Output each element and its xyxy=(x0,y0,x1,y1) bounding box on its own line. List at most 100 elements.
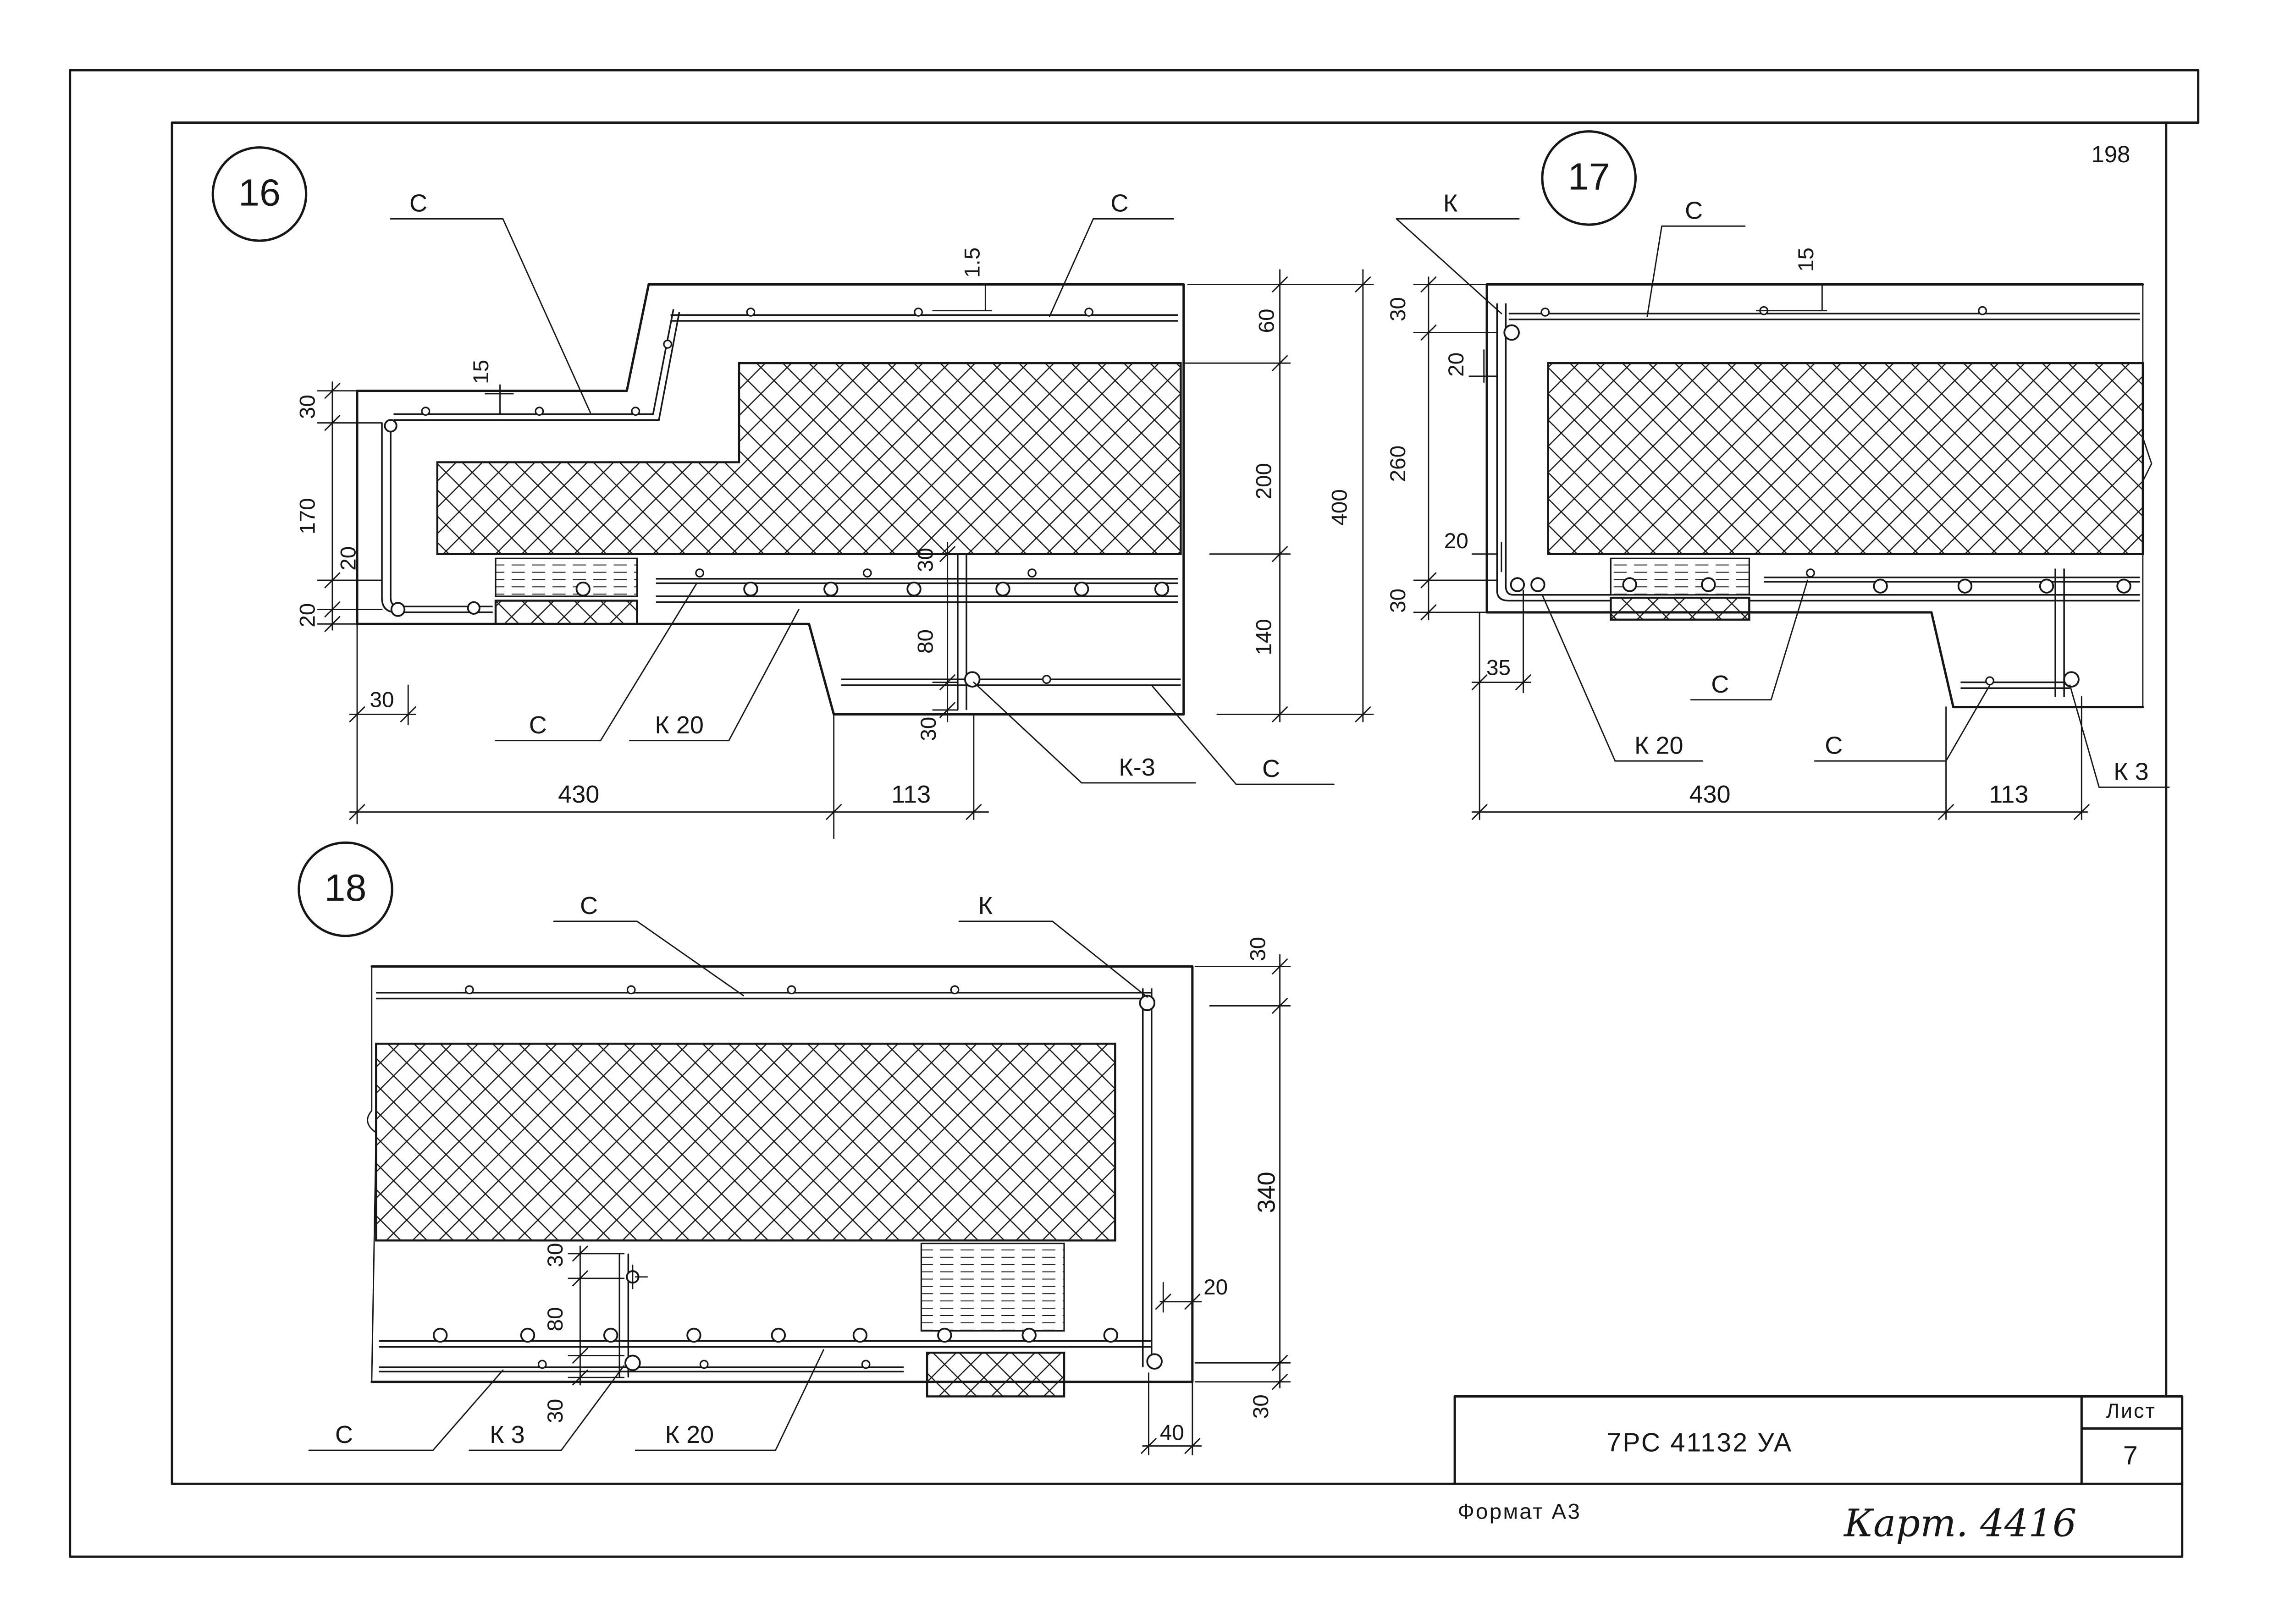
callout-mesh: С xyxy=(409,190,427,217)
rebar-section xyxy=(1021,1327,1037,1343)
dimension-label: 80 xyxy=(914,629,938,654)
rebar-section xyxy=(1139,995,1156,1011)
callout-mesh: С xyxy=(1110,190,1128,217)
callout-mesh: С xyxy=(580,892,598,919)
callout-frame: К 20 xyxy=(1634,732,1683,759)
dimension-label: 30 xyxy=(543,1399,568,1423)
bottom-frame-bar xyxy=(1749,594,2140,602)
handwritten-card-note: Карт. 4416 xyxy=(1843,1502,2076,1546)
detail-18-marker xyxy=(298,841,393,937)
rebar-section xyxy=(535,407,544,416)
rebar-section xyxy=(1074,581,1089,597)
top-mesh-bar xyxy=(1508,313,2140,320)
dimension-label: 430 xyxy=(1689,781,1730,808)
dimension-label: 260 xyxy=(1386,446,1410,482)
rebar-section xyxy=(862,568,872,578)
dimension-label: 20 xyxy=(1203,1275,1228,1299)
rebar-sections xyxy=(384,308,1170,688)
dimension-label: 113 xyxy=(1989,781,2028,808)
rebar-section xyxy=(432,1327,448,1343)
rebar-section xyxy=(384,419,397,433)
dimension-label: 140 xyxy=(1252,619,1276,655)
rebar-section xyxy=(1530,577,1545,592)
rebar-section xyxy=(537,1360,547,1369)
rebar-sections xyxy=(1503,306,2131,688)
detail-16-number: 16 xyxy=(238,171,281,214)
title-block-border xyxy=(1453,1395,2184,1485)
dimension-lines xyxy=(1413,276,2090,820)
format-label: Формат А3 xyxy=(1457,1500,1581,1524)
rebar-section xyxy=(464,985,474,995)
rebar-section xyxy=(1503,324,1520,341)
callout-frame: К 20 xyxy=(665,1421,714,1448)
rebar-section xyxy=(906,581,922,597)
rebar-section xyxy=(861,1360,871,1369)
rebar-section xyxy=(1701,577,1716,592)
dimension-label: 20 xyxy=(1444,352,1468,377)
rebar-section xyxy=(603,1327,618,1343)
callout-frame: К xyxy=(978,892,993,919)
rebar-section xyxy=(746,308,756,317)
dimension-label: 15 xyxy=(469,360,493,384)
outer-trim-line xyxy=(69,69,2200,1558)
rebar-section xyxy=(2063,671,2080,688)
dimension-label: 30 xyxy=(1249,1394,1273,1419)
rebar-section xyxy=(771,1327,786,1343)
dimension-label: 30 xyxy=(296,395,320,419)
rebar-section xyxy=(787,985,796,995)
leader-lines xyxy=(390,218,1335,785)
title-block: 7РС 41132 УА Лист 7 Формат А3 Карт. 4416 xyxy=(1453,1395,2184,1546)
bottom-mesh-bar xyxy=(1764,576,2140,583)
rebar-section xyxy=(2039,578,2054,594)
rebar-section xyxy=(743,581,758,597)
rebar-section xyxy=(699,1360,709,1369)
callout-pin: К-3 xyxy=(1119,754,1155,781)
dimension-label: 20 xyxy=(337,546,361,571)
dimension-label: 1.5 xyxy=(960,248,984,278)
leader-lines xyxy=(308,920,1148,1451)
detail-16: 16 xyxy=(211,146,1374,839)
bottom-mesh-bar xyxy=(379,1366,904,1373)
leader-lines xyxy=(1396,218,2170,788)
callout-frame: К xyxy=(1443,190,1458,217)
rebar-section xyxy=(1806,568,1815,578)
bottom-frame-bar xyxy=(379,1340,1152,1348)
rebar-section xyxy=(1084,308,1093,317)
top-mesh-bar xyxy=(670,314,1178,322)
callout-pin: К 3 xyxy=(490,1421,525,1448)
rebar-sections xyxy=(432,985,1163,1371)
dimension-label: 30 xyxy=(370,688,394,712)
insulation-block xyxy=(375,1042,1116,1242)
inner-frame-line xyxy=(171,121,2200,1485)
dimension-label: 20 xyxy=(296,603,320,628)
rebar-section xyxy=(1027,568,1037,578)
dimension-label: 200 xyxy=(1252,463,1276,500)
rebar-section xyxy=(2116,578,2131,594)
drawing-designation: 7РС 41132 УА xyxy=(1606,1428,1793,1458)
dimension-label: 15 xyxy=(1794,248,1818,272)
sheet-frame: 198 xyxy=(69,69,2200,1558)
dimension-label: 30 xyxy=(1246,937,1270,961)
callout-mesh: С xyxy=(1685,197,1703,224)
pin-bar xyxy=(2054,568,2065,697)
dimension-label: 40 xyxy=(1160,1421,1184,1445)
page-number: 198 xyxy=(2091,141,2130,167)
rebar-section xyxy=(995,581,1010,597)
dimension-label: 20 xyxy=(1444,529,1468,553)
rebar-section xyxy=(663,340,673,349)
callout-mesh: С xyxy=(1711,671,1729,698)
timber-liner xyxy=(495,557,638,597)
rebar-section xyxy=(1540,308,1550,317)
dimension-label: 340 xyxy=(1253,1172,1280,1213)
rebar-section xyxy=(823,581,839,597)
left-frame-bar xyxy=(1496,303,1611,602)
detail-18-number: 18 xyxy=(325,866,367,909)
rebar-section xyxy=(950,985,960,995)
dimension-lines xyxy=(568,954,1291,1456)
detail-16-marker xyxy=(211,146,308,242)
lower-mesh-bar xyxy=(841,678,1181,686)
detail-18: 18 xyxy=(298,841,1291,1456)
detail-17: 17 К С xyxy=(1386,130,2170,820)
rebar-section xyxy=(937,1327,952,1343)
dimension-label: 80 xyxy=(543,1307,568,1331)
